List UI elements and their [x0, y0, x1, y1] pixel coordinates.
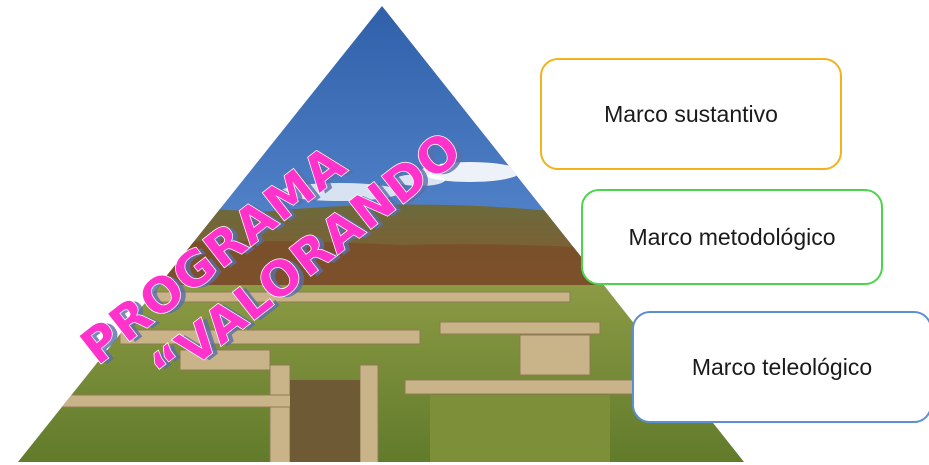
frame-label-metodologico: Marco metodológico: [628, 223, 836, 250]
frame-box-sustantivo: Marco sustantivo: [540, 58, 842, 170]
frame-box-metodologico: Marco metodológico: [581, 189, 883, 285]
frame-label-sustantivo: Marco sustantivo: [604, 100, 778, 127]
frame-box-teleologico: Marco teleológico: [632, 311, 929, 423]
frame-label-teleologico: Marco teleológico: [691, 353, 873, 380]
